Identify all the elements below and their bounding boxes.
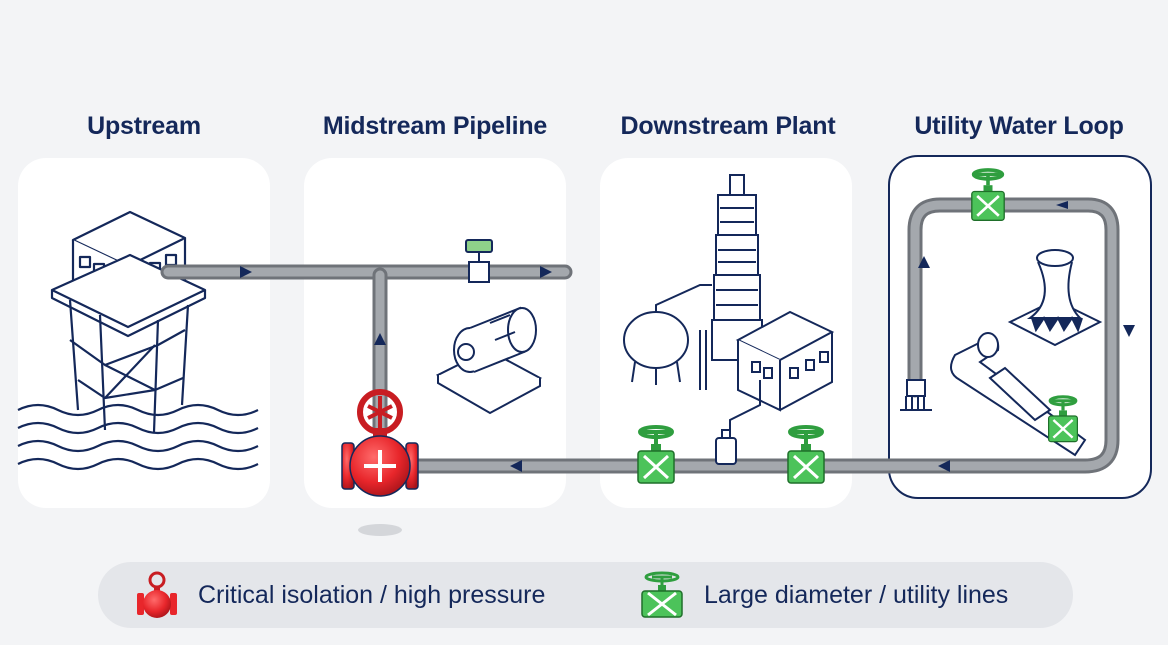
legend-label-critical: Critical isolation / high pressure	[198, 580, 546, 609]
flow-arrow-icon	[1056, 201, 1068, 209]
legend-item-critical: Critical isolation / high pressure	[134, 562, 545, 628]
title-downstream-plant: Downstream Plant	[620, 112, 836, 140]
utility-valve-loop-top[interactable]	[971, 168, 1005, 221]
title-midstream-pipeline: Midstream Pipeline	[322, 112, 548, 140]
flow-arrow-icon	[540, 266, 552, 278]
refinery-plant-icon	[623, 174, 835, 465]
flow-arrows	[240, 201, 1135, 472]
flow-arrow-icon	[374, 333, 386, 345]
utility-valve-downstream-1[interactable]	[637, 425, 675, 484]
cooling-tower-icon	[1007, 249, 1103, 347]
flow-arrow-icon	[1123, 325, 1135, 337]
offshore-platform-icon	[17, 210, 259, 471]
red-gate-valve-icon	[137, 571, 177, 618]
legend-item-large-diameter: Large diameter / utility lines	[638, 562, 1008, 628]
utility-valve-loop-inner[interactable]	[1047, 395, 1079, 443]
strainer-icon	[900, 379, 932, 411]
green-butterfly-valve-icon	[641, 571, 683, 618]
control-valve-icon	[465, 239, 493, 283]
flow-arrow-icon	[510, 460, 522, 472]
pump-skid-icon	[435, 306, 543, 415]
title-utility-water-loop: Utility Water Loop	[914, 112, 1124, 140]
legend: Critical isolation / high pressure Large…	[98, 562, 1073, 628]
flow-arrow-icon	[918, 256, 930, 268]
pipe-network	[160, 197, 1120, 474]
flow-arrow-icon	[240, 266, 252, 278]
legend-label-large-diameter: Large diameter / utility lines	[704, 580, 1009, 609]
critical-isolation-valve[interactable]	[341, 389, 419, 536]
utility-valve-downstream-2[interactable]	[787, 425, 825, 484]
title-upstream: Upstream	[87, 112, 201, 140]
flow-arrow-icon	[938, 460, 950, 472]
